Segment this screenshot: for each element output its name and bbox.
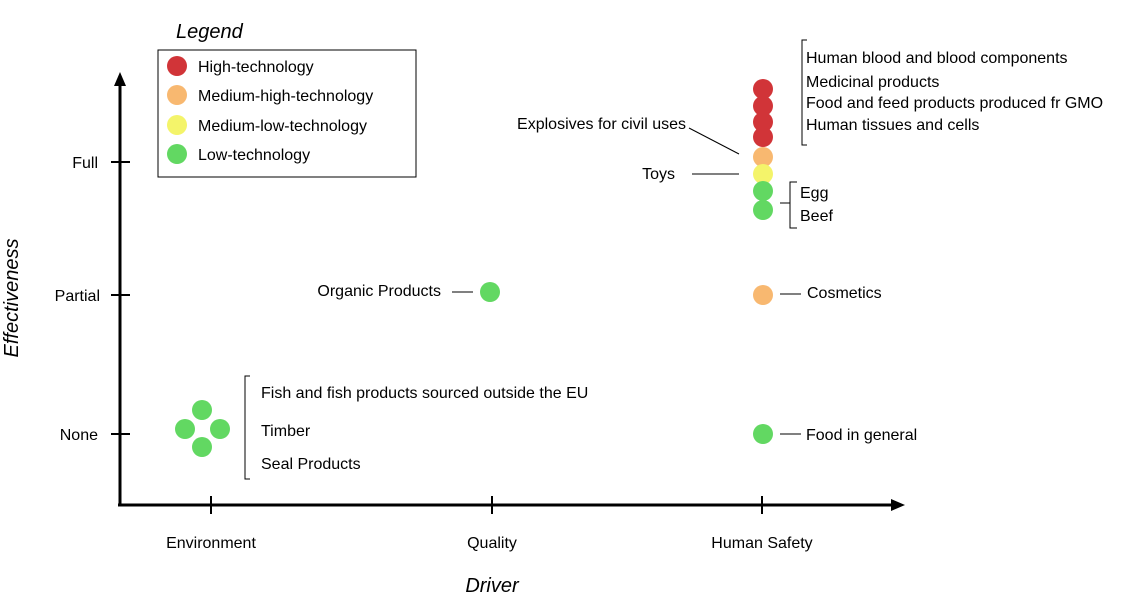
- legend-label-medium-low: Medium-low-technology: [198, 118, 367, 135]
- leader-explosives: [688, 127, 740, 155]
- point-high-4: [753, 127, 773, 147]
- label-beef: Beef: [800, 208, 833, 225]
- point-environment-2: [175, 419, 195, 439]
- x-axis-title: Driver: [465, 575, 520, 597]
- point-egg: [753, 181, 773, 201]
- point-high-3: [753, 112, 773, 132]
- legend-box: [157, 49, 417, 178]
- point-high-1: [753, 79, 773, 99]
- point-environment-1: [192, 400, 212, 420]
- label-food-feed-gmo: Food and feed products produced fr GMO: [806, 95, 1103, 112]
- x-tick-label-quality: Quality: [467, 535, 517, 552]
- y-tick-label-partial: Partial: [55, 288, 100, 305]
- bracket-environment: [244, 375, 250, 480]
- bracket-high-tech: [801, 39, 807, 146]
- point-environment-3: [210, 419, 230, 439]
- label-egg: Egg: [800, 185, 828, 202]
- x-tick-label-human-safety: Human Safety: [711, 535, 812, 552]
- y-tick-label-none: None: [60, 427, 98, 444]
- point-toys: [753, 164, 773, 184]
- legend-marker-high: [167, 56, 187, 76]
- label-medicinal-products: Medicinal products: [806, 74, 939, 91]
- point-high-2: [753, 96, 773, 116]
- label-organic-products: Organic Products: [317, 283, 441, 300]
- label-timber: Timber: [261, 423, 311, 440]
- legend-title: Legend: [176, 21, 244, 43]
- legend-marker-medium-low: [167, 115, 187, 135]
- y-axis-title: Effectiveness: [1, 239, 23, 358]
- label-food-in-general: Food in general: [806, 427, 917, 444]
- legend-marker-medium-high: [167, 85, 187, 105]
- label-cosmetics: Cosmetics: [807, 285, 882, 302]
- y-tick-label-full: Full: [72, 155, 98, 172]
- point-beef: [753, 200, 773, 220]
- label-toys: Toys: [642, 166, 675, 183]
- x-tick-label-environment: Environment: [166, 535, 256, 552]
- legend-label-medium-high: Medium-high-technology: [198, 88, 373, 105]
- point-cosmetics: [753, 285, 773, 305]
- point-organic-products: [480, 282, 500, 302]
- legend-marker-low: [167, 144, 187, 164]
- legend-label-high: High-technology: [198, 59, 314, 76]
- point-environment-4: [192, 437, 212, 457]
- label-human-tissues: Human tissues and cells: [806, 117, 979, 134]
- bracket-egg-beef: [780, 181, 797, 229]
- label-seal-products: Seal Products: [261, 456, 361, 473]
- y-axis-arrow: [114, 72, 126, 86]
- x-axis-arrow: [891, 499, 905, 511]
- label-explosives: Explosives for civil uses: [517, 116, 686, 133]
- point-food-in-general: [753, 424, 773, 444]
- point-explosives: [753, 147, 773, 167]
- label-fish: Fish and fish products sourced outside t…: [261, 385, 588, 402]
- label-human-blood: Human blood and blood components: [806, 50, 1068, 67]
- legend-label-low: Low-technology: [198, 147, 310, 164]
